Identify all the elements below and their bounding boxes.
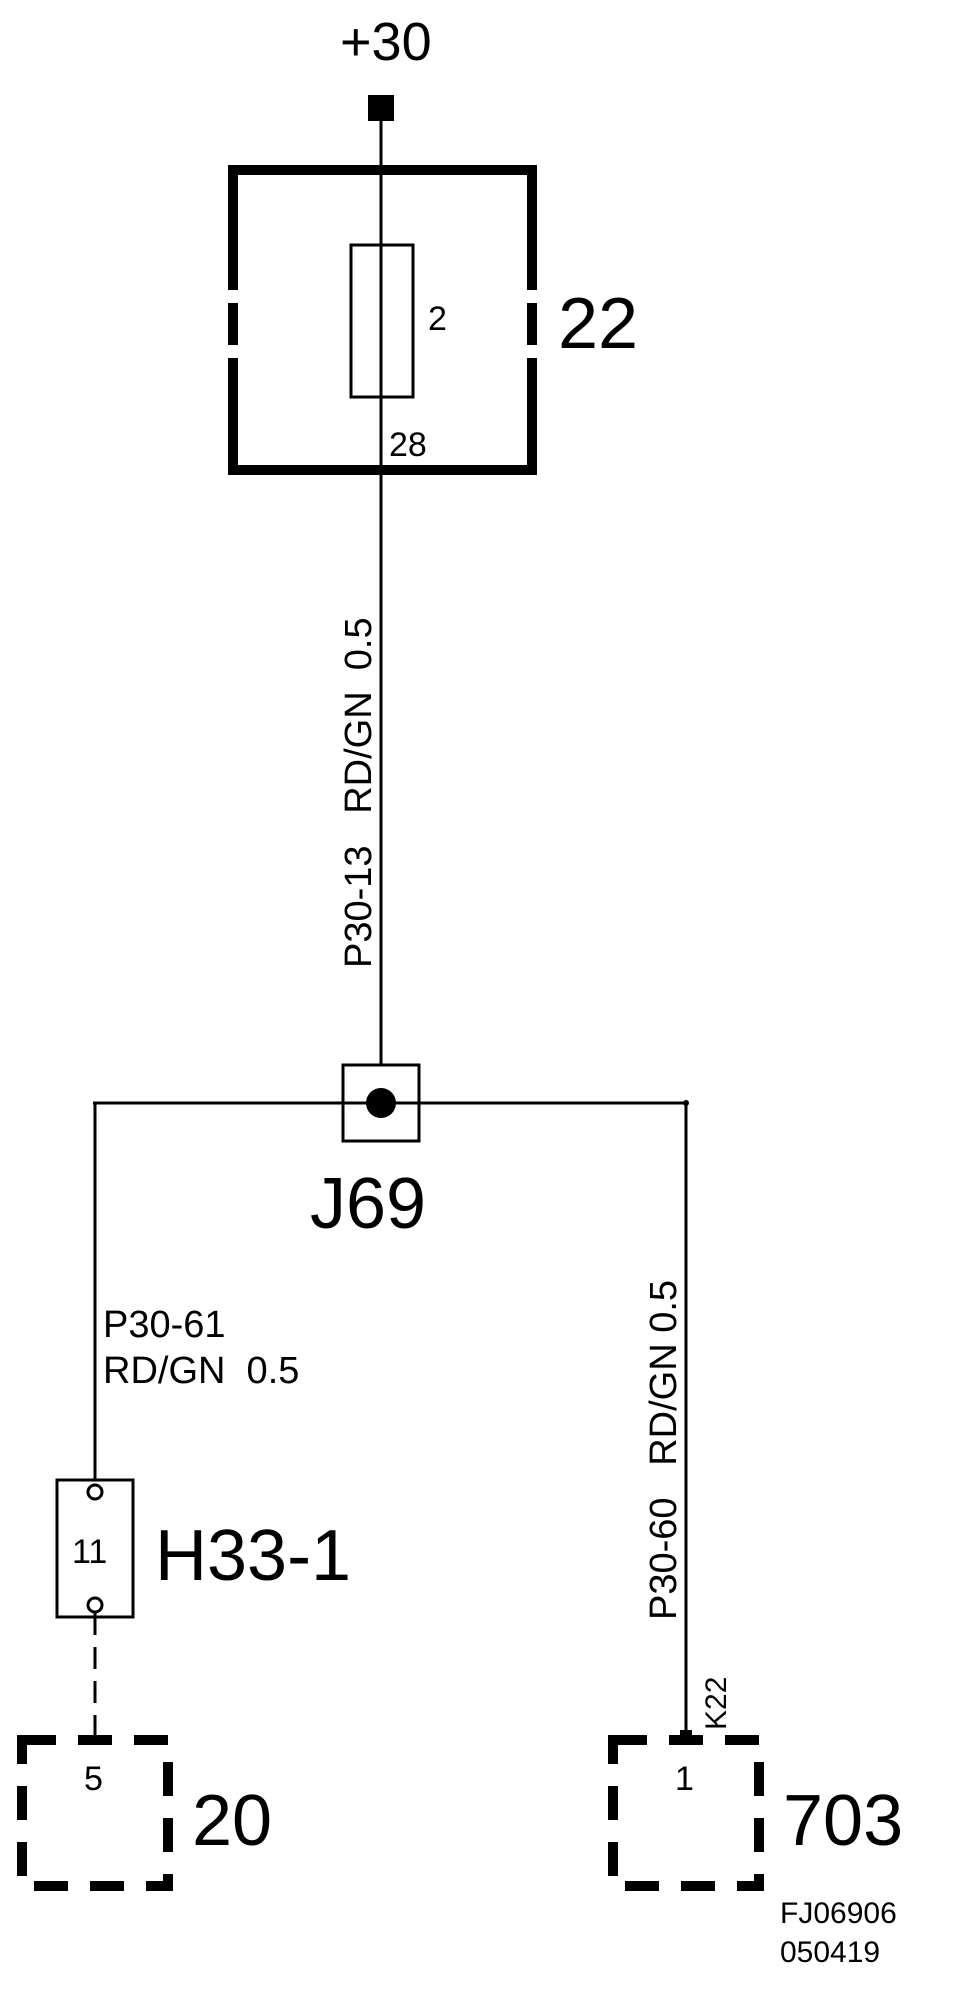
component-left-box bbox=[17, 1735, 173, 1891]
drawing-code-line2: 050419 bbox=[780, 1936, 880, 1969]
component-left-pin: 5 bbox=[84, 1760, 103, 1798]
fuse-number: 2 bbox=[428, 300, 447, 338]
component-right-label: 703 bbox=[783, 1781, 903, 1861]
connector-body bbox=[55, 1478, 135, 1619]
wire-left-line2: RD/GN 0.5 bbox=[103, 1350, 299, 1392]
fuse-output-pin: 28 bbox=[389, 426, 427, 464]
component-right-terminal: K22 bbox=[700, 1677, 733, 1730]
drawing-code-line1: FJ06906 bbox=[780, 1897, 897, 1930]
supply-terminal bbox=[368, 95, 394, 121]
component-right-pin: 1 bbox=[675, 1760, 694, 1798]
wire-main-label: P30-13 RD/GN 0.5 bbox=[338, 617, 380, 968]
junction-dot bbox=[366, 1088, 396, 1118]
connector-pin-number: 11 bbox=[72, 1533, 107, 1571]
junction-label: J69 bbox=[310, 1164, 426, 1244]
wire-right-corner-dot bbox=[683, 1100, 689, 1106]
connector-label: H33-1 bbox=[155, 1516, 351, 1596]
wire-right-label: P30-60 RD/GN 0.5 bbox=[643, 1280, 685, 1620]
component-right-box bbox=[608, 1735, 764, 1891]
connector-pin-top bbox=[86, 1483, 104, 1501]
wire-left-line1: P30-61 bbox=[103, 1304, 226, 1346]
supply-label: +30 bbox=[340, 12, 432, 72]
component-left-label: 20 bbox=[192, 1781, 272, 1861]
fuse-box-label: 22 bbox=[558, 284, 638, 364]
connector-pin-bottom bbox=[86, 1596, 104, 1614]
